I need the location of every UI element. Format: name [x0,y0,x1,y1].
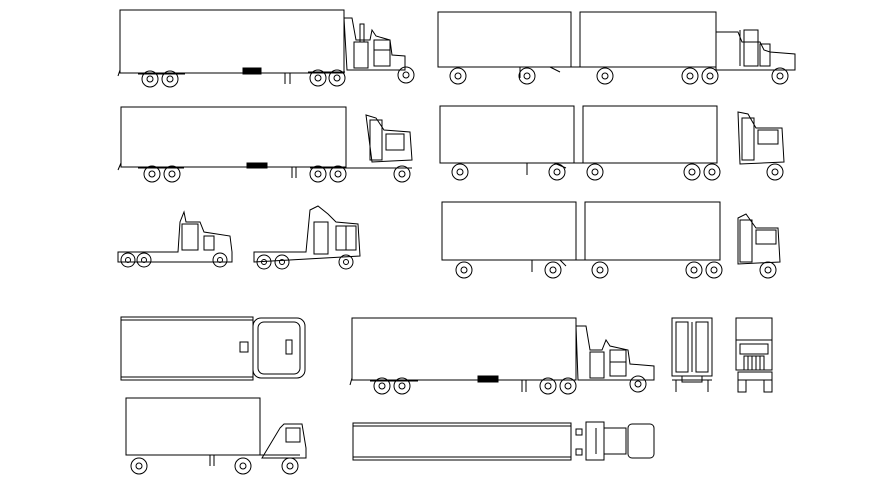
conventional-tractor-only [118,212,232,267]
trailer-top-view [121,317,305,380]
conventional-double-trailer [438,12,795,84]
cabover-double-trailer [440,106,784,180]
cabover-tractor-trailer [118,107,412,182]
tractor-front-view [736,318,772,392]
trailer-rear-view [672,318,712,392]
cabover-tractor-only [254,206,360,269]
tractor-trailer-top-view [353,422,654,460]
cabover-double-trailer-2 [442,202,780,278]
straight-box-truck [126,398,306,474]
conventional-tractor-trailer-large [118,10,414,87]
conventional-tractor-trailer-small [350,318,654,394]
